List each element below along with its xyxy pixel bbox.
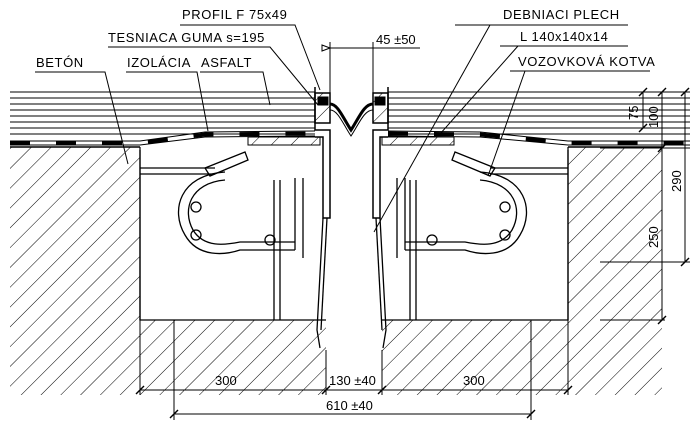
leader-lines <box>35 24 650 233</box>
label-uholnik: L 140x140x14 <box>520 29 608 44</box>
asphalt-layers <box>10 91 690 135</box>
dim-depth-250: 250 <box>646 226 661 248</box>
label-vozovkova-kotva: VOZOVKOVÁ KOTVA <box>518 54 655 69</box>
dim-gap-top: 45 ±50 <box>376 32 416 47</box>
formwork-sheets <box>316 217 387 349</box>
dim-mid-130: 130 ±40 <box>329 373 376 388</box>
dimension-lines <box>139 42 690 420</box>
dim-asphalt-75: 75 <box>626 106 641 120</box>
dimension-ticks <box>135 87 690 419</box>
dim-total-610: 610 ±40 <box>326 398 373 413</box>
label-beton: BETÓN <box>36 55 84 70</box>
angle-profiles <box>314 87 389 219</box>
soil-hatching <box>10 146 662 395</box>
formwork-plate <box>247 136 455 146</box>
road-anchor-left <box>177 151 304 258</box>
label-profil: PROFIL F 75x49 <box>182 7 287 22</box>
concrete-blocks <box>139 150 569 321</box>
dim-left-300: 300 <box>215 373 237 388</box>
dim-right-300: 300 <box>463 373 485 388</box>
insulation-layer <box>10 130 690 146</box>
rubber-seal <box>317 96 386 137</box>
label-izolacia: IZOLÁCIA <box>127 55 191 70</box>
dim-top-100: 100 <box>646 106 661 128</box>
label-debniaci-plech: DEBNIACI PLECH <box>503 7 620 22</box>
dim-total-290: 290 <box>669 170 684 192</box>
label-tesniaca-guma: TESNIACA GUMA s=195 <box>108 30 265 45</box>
label-asfalt: ASFALT <box>201 55 252 70</box>
